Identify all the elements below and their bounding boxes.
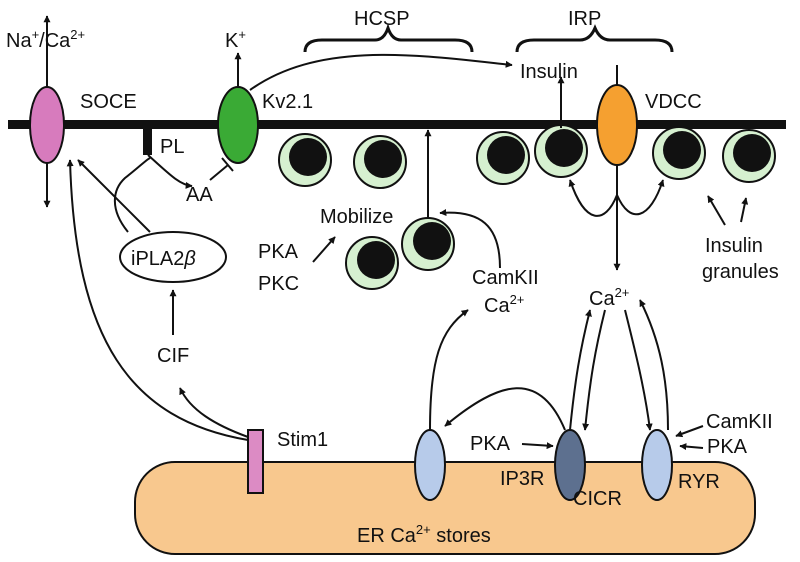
cytosolic-ca-label: Ca2+ (589, 285, 629, 310)
camkii-ca-label: Ca2+ (484, 292, 524, 317)
ipla2b-to-soce-arrow (77, 159, 151, 233)
hcsp-label: HCSP (354, 8, 410, 30)
pka-ryr-arrow (679, 443, 704, 451)
k-label: K+ (225, 27, 246, 52)
insulin-granules-label-1: Insulin (705, 235, 763, 257)
na-ca-label: Na+/Ca2+ (6, 27, 85, 52)
pl-to-aa-arrow (147, 154, 193, 189)
ip3r-to-ca-arrow (569, 309, 592, 431)
stim1-protein (247, 429, 264, 494)
soce-channel (29, 86, 65, 164)
insulin-granules-label-2: granules (702, 261, 779, 283)
ryr-to-ca-arrow (639, 299, 669, 431)
pkc-label: PKC (258, 273, 299, 295)
vdcc-label: VDCC (645, 91, 702, 113)
kv-to-insulin-arrow (249, 53, 513, 91)
er-channel-1-arrow (429, 309, 469, 431)
ca-to-ryr-arrow (624, 309, 653, 431)
kv21-label: Kv2.1 (262, 91, 313, 113)
er-label: ER Ca2+ stores (357, 522, 491, 547)
insulin-granule (278, 133, 332, 187)
pl-label: PL (160, 136, 184, 158)
insulin-granule (652, 126, 706, 180)
stim1-label: Stim1 (277, 429, 328, 451)
irp-label: IRP (568, 8, 601, 30)
pka-ip3r-label: PKA (470, 433, 511, 455)
pl-anchor (143, 120, 152, 155)
pka-label: PKA (258, 241, 299, 263)
irp-brace (515, 24, 674, 53)
ipla2b-to-pl-arrow (113, 157, 151, 233)
pka-ip3r-arrow (521, 442, 554, 450)
ip3r-label: IP3R (500, 468, 544, 490)
er-channel-1 (414, 429, 446, 501)
stim1-to-cif-arrow (179, 387, 249, 438)
ryr-channel (641, 429, 673, 501)
cicr-label: CICR (573, 488, 622, 510)
ipla2b-node (119, 231, 227, 283)
plasma-membrane (8, 120, 786, 129)
insulin-granule (345, 236, 399, 290)
mobilized-granules (345, 217, 455, 290)
granules-label-arrow-1 (707, 195, 726, 226)
insulin-granule (401, 217, 455, 271)
camkii-mobilize-arrow (439, 209, 501, 269)
aa-label: AA (186, 184, 213, 206)
stim1-to-soce-arrow (66, 159, 249, 441)
camkii-ryr-label: CamKII (706, 411, 773, 433)
insulin-granule (722, 129, 776, 183)
membrane-granules (278, 124, 776, 189)
insulin-granule (534, 124, 588, 178)
vdcc-granule-arrows (568, 179, 665, 217)
pka-pkc-arrow (312, 236, 336, 263)
aa-inhibits-kv (209, 164, 229, 181)
insulin-granule (353, 135, 407, 189)
insulin-label: Insulin (520, 61, 578, 83)
cif-label: CIF (157, 345, 189, 367)
camkii-ryr-arrow (675, 425, 704, 438)
granules-label-arrow-2 (740, 197, 749, 223)
ipla2b-label: iPLA2β (131, 248, 196, 270)
inhibition-bar (221, 157, 234, 172)
kv21-channel (217, 86, 259, 164)
camkii-label: CamKII (472, 267, 539, 289)
pka-ryr-label: PKA (707, 436, 748, 458)
hcsp-brace (303, 23, 474, 53)
mobilize-label: Mobilize (320, 206, 393, 228)
insulin-granule (476, 131, 530, 185)
soce-label: SOCE (80, 91, 137, 113)
ryr-label: RYR (678, 471, 720, 493)
ip3r-to-er-arrow (444, 387, 566, 431)
ip3r-channel (554, 429, 586, 501)
vdcc-channel (596, 84, 638, 166)
ca-to-ip3r-arrow (582, 309, 606, 431)
